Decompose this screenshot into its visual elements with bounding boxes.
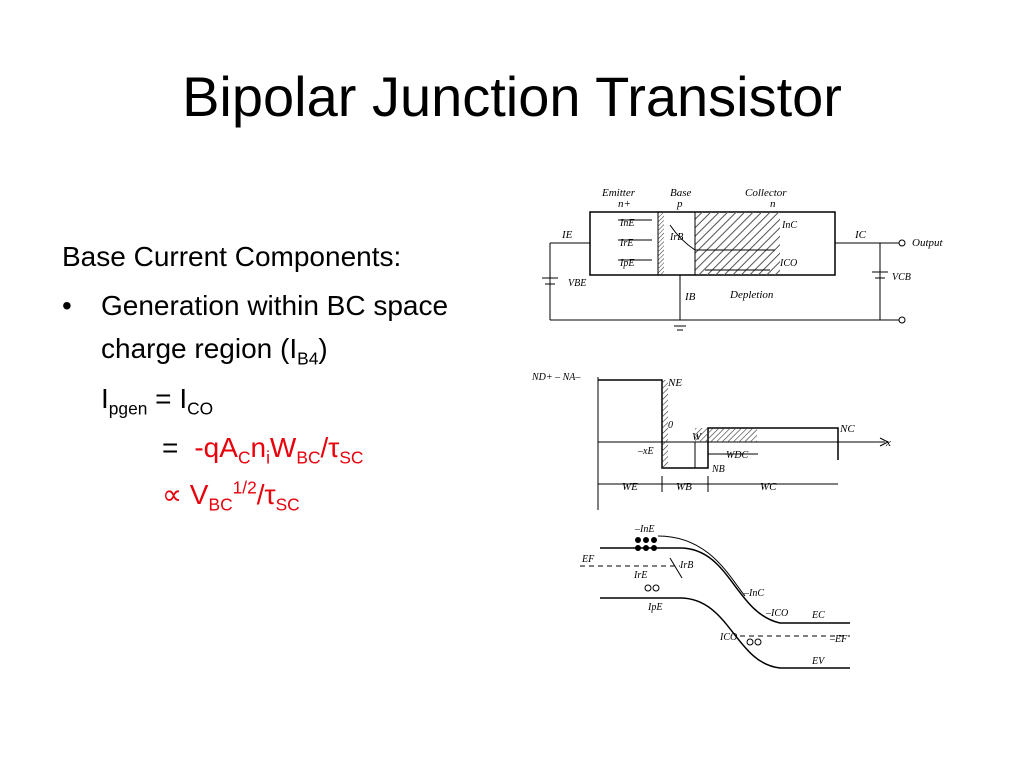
emitter-type-label: n+: [618, 198, 631, 210]
bullet-marker: •: [62, 290, 72, 321]
collector-label: Collector: [745, 187, 787, 199]
i-nc-label: InC: [781, 220, 797, 231]
band-i-co-label: ICO: [719, 632, 737, 643]
bullet-line-1: Generation within BC space: [101, 290, 449, 321]
band-e-f-left-label: EF: [581, 554, 595, 565]
neg-xe-label: –xE: [637, 446, 654, 457]
base-label: Base: [670, 187, 692, 199]
band-i-co-neg-label: –ICO: [765, 608, 788, 619]
i-re-label: IrE: [619, 238, 633, 249]
band-i-re-label: IrE: [633, 570, 647, 581]
equation-3: ∝ VBC1/2/τSC: [162, 477, 300, 515]
equation-1: Ipgen = ICO: [101, 383, 214, 419]
band-e-v-label: EV: [811, 656, 826, 667]
zero-label: 0: [668, 420, 673, 431]
equation-2: =-qACniWBC/τSC: [162, 432, 364, 468]
w-e-label: WE: [622, 481, 638, 493]
n-e-label: NE: [667, 377, 682, 389]
i-rb-label: IrB: [669, 232, 683, 243]
collector-type-label: n: [770, 198, 776, 210]
w-label: W: [692, 431, 702, 443]
x-axis-label: x: [885, 437, 891, 449]
i-pe-label: IpE: [619, 258, 634, 269]
band-diagram-figure: –InE EF IrE IrB IpE –InC –ICO EC ICO –EF…: [580, 524, 850, 669]
bullet-line-2: charge region (IB4): [101, 333, 328, 369]
transistor-circuit-figure: Emitter n+ Base p Collector n InE IrE Ip…: [542, 187, 944, 331]
depletion-label: Depletion: [729, 289, 774, 301]
band-e-f-right-label: –EF: [829, 634, 848, 645]
band-i-pe-label: IpE: [647, 602, 662, 613]
band-i-rb-label: IrB: [679, 560, 693, 571]
w-b-label: WB: [676, 481, 692, 493]
doping-profile-figure: ND+ – NA– NE 0 W NC x –xE WDC NB WE WB W…: [531, 372, 891, 510]
v-cb-label: VCB: [892, 272, 911, 283]
base-type-label: p: [676, 198, 683, 210]
v-be-label: VBE: [568, 278, 586, 289]
n-c-label: NC: [839, 423, 855, 435]
slide-title: Bipolar Junction Transistor: [182, 65, 842, 128]
output-label: Output: [912, 237, 944, 249]
w-c-label: WC: [760, 481, 777, 493]
band-i-ne-label: –InE: [634, 524, 654, 535]
i-co-label: ICO: [779, 258, 797, 269]
band-i-nc-label: –InC: [743, 588, 764, 599]
emitter-label: Emitter: [601, 187, 636, 199]
y-axis-label: ND+ – NA–: [531, 372, 581, 383]
i-c-label: IC: [854, 229, 867, 241]
n-b-label: NB: [711, 464, 725, 475]
i-b-label: IB: [684, 291, 696, 303]
i-e-label: IE: [561, 229, 573, 241]
section-heading: Base Current Components:: [62, 241, 402, 272]
w-dc-label: WDC: [726, 450, 749, 461]
band-e-c-label: EC: [811, 610, 825, 621]
i-ne-label: InE: [619, 218, 634, 229]
